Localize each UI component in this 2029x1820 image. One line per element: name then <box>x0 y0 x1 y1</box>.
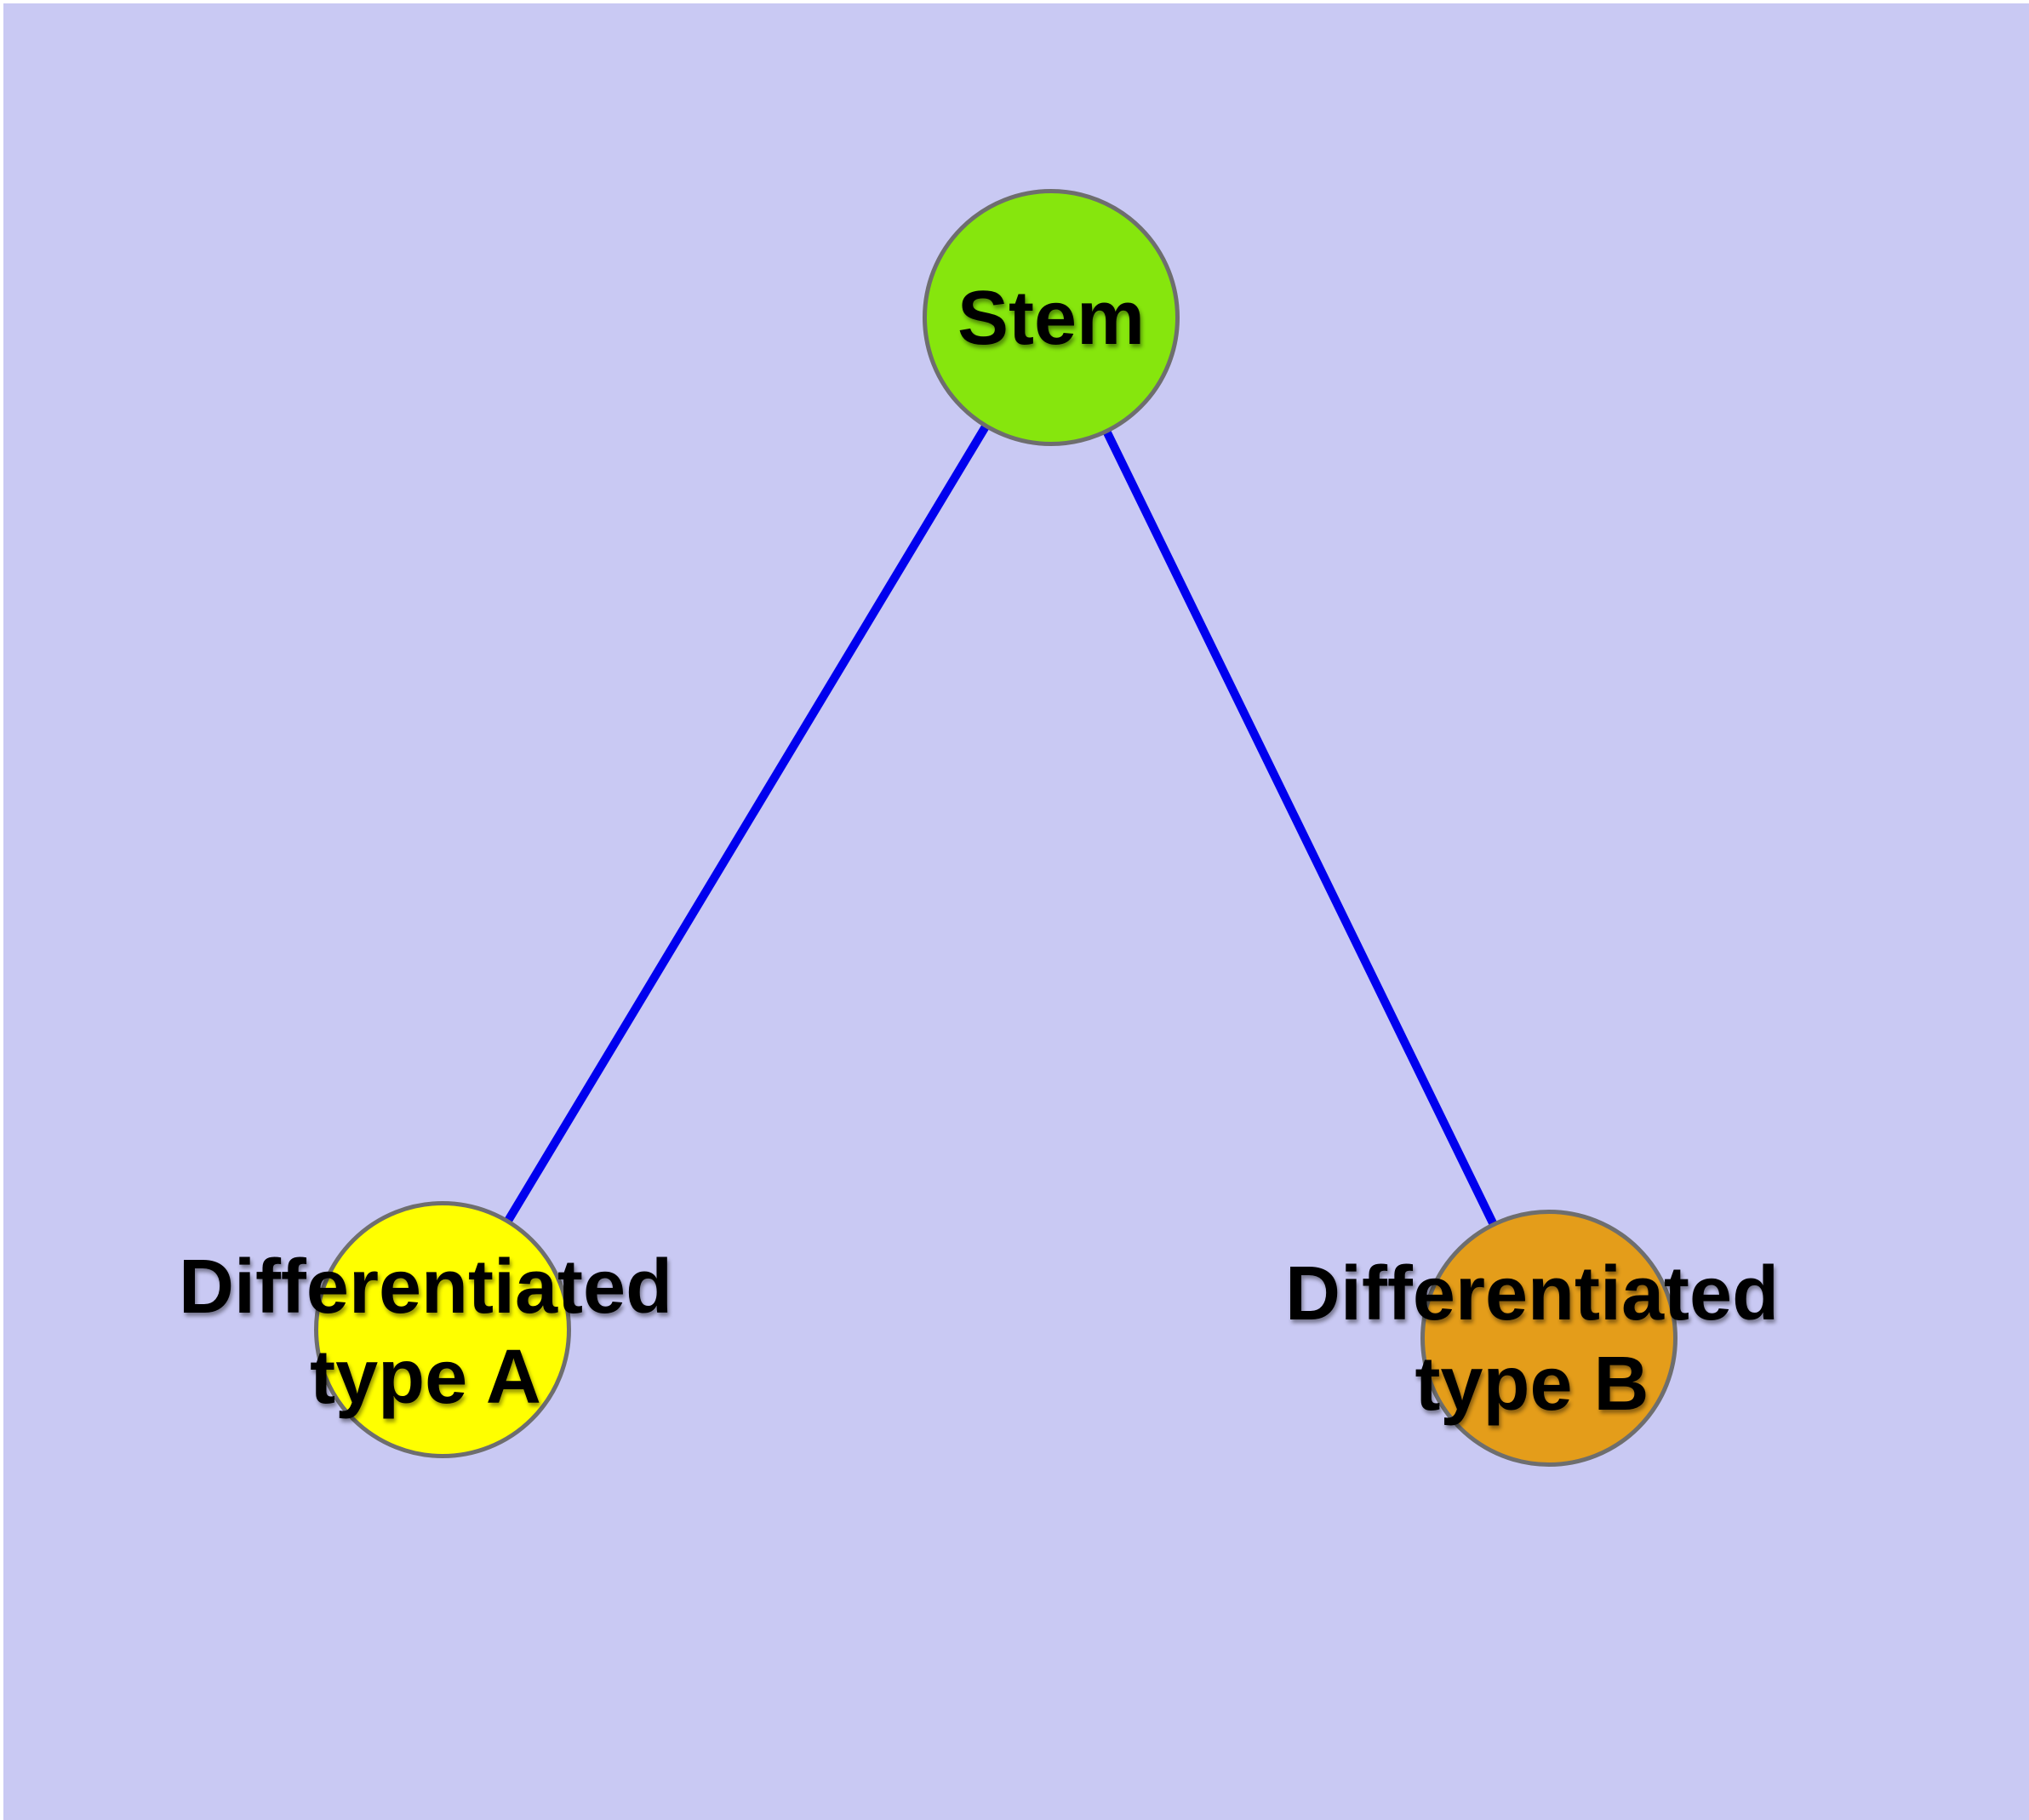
differentiated-type-b-node-label: Differentiated type B <box>1285 1249 1779 1429</box>
stem-node-label: Stem <box>957 273 1145 363</box>
differentiated-type-a-label-line2: type A <box>310 1335 541 1420</box>
differentiated-type-b-label-line2: type B <box>1415 1342 1649 1427</box>
differentiated-type-a-node-circle <box>314 1201 571 1458</box>
differentiated-type-a-node-label: Differentiated type A <box>179 1242 672 1422</box>
edge-stem-to-type-b <box>1047 315 1553 1341</box>
differentiated-type-a-label-line1: Differentiated <box>178 1245 673 1330</box>
differentiated-type-b-node-circle <box>1420 1210 1677 1467</box>
stem-node-circle <box>923 189 1180 446</box>
edge-stem-to-type-a <box>438 315 1055 1332</box>
differentiated-type-b-label-line1: Differentiated <box>1284 1251 1780 1336</box>
stem-node-label-text: Stem <box>957 276 1146 361</box>
